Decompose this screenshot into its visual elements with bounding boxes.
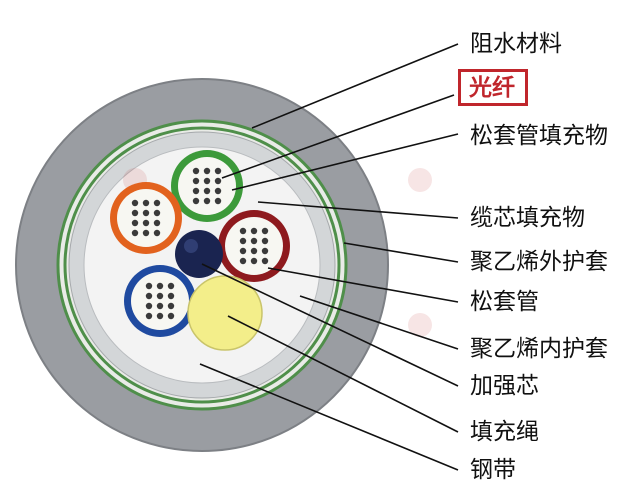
fiber-dot [261, 247, 269, 255]
fiber-dot [167, 282, 175, 290]
fiber-dot [203, 187, 211, 195]
fiber-bundle [145, 282, 175, 320]
loose-tube-red [218, 210, 290, 282]
fiber-dot [142, 219, 150, 227]
fiber-dot [203, 167, 211, 175]
label-optical-fiber: 光纤 [458, 69, 528, 106]
leader-lines [199, 43, 459, 471]
fiber-bundle [131, 199, 161, 237]
fiber-dot [203, 177, 211, 185]
leader-line-tube-filler [231, 133, 459, 191]
strength-member-highlight [184, 239, 198, 253]
fiber-dot [250, 237, 258, 245]
fiber-dot [153, 229, 161, 237]
leader-line-strength-member [201, 263, 459, 387]
fiber-dot [156, 302, 164, 310]
fiber-dot [167, 292, 175, 300]
fiber-dot [145, 302, 153, 310]
leader-line-core-filler [257, 201, 459, 219]
fiber-dot [153, 209, 161, 217]
fiber-dot [250, 257, 258, 265]
fiber-dot [250, 227, 258, 235]
label-filler-rope: 填充绳 [470, 419, 539, 445]
leader-line-steel-tape [199, 363, 459, 471]
loose-tube-blue [124, 265, 196, 337]
label-inner-sheath: 聚乙烯内护套 [470, 336, 608, 362]
fiber-dot [214, 177, 222, 185]
fiber-dot [131, 229, 139, 237]
label-core-filler: 缆芯填充物 [470, 205, 585, 231]
filler-rope [187, 275, 263, 351]
fiber-dot [214, 197, 222, 205]
fiber-bundle [192, 167, 222, 205]
fiber-dot [131, 219, 139, 227]
fiber-dot [214, 167, 222, 175]
fiber-dot [261, 237, 269, 245]
leader-line-filler-rope [227, 315, 459, 433]
fiber-dot [131, 199, 139, 207]
fiber-dot [153, 199, 161, 207]
fiber-dot [156, 282, 164, 290]
fiber-dot [131, 209, 139, 217]
fiber-dot [239, 257, 247, 265]
fiber-dot [156, 292, 164, 300]
leader-line-loose-tube [267, 267, 459, 303]
fiber-dot [153, 219, 161, 227]
fiber-dot [239, 227, 247, 235]
label-steel-tape: 钢带 [470, 457, 516, 483]
fiber-dot [261, 227, 269, 235]
fiber-dot [192, 167, 200, 175]
leader-line-outer-sheath [343, 242, 459, 263]
fiber-dot [156, 312, 164, 320]
loose-tube-green [171, 150, 243, 222]
label-strength-member: 加强芯 [470, 373, 539, 399]
steel-tape-inner-line [63, 126, 341, 404]
leader-line-optical-fiber [221, 94, 455, 179]
fiber-dot [192, 177, 200, 185]
fiber-dot [261, 257, 269, 265]
leader-line-water-blocking [251, 43, 459, 129]
fiber-dot [145, 312, 153, 320]
fiber-dot [192, 197, 200, 205]
fiber-bundle [239, 227, 269, 265]
fiber-dot [167, 312, 175, 320]
leader-line-inner-sheath [299, 295, 459, 350]
label-loose-tube: 松套管 [470, 289, 539, 315]
fiber-dot [142, 229, 150, 237]
fiber-dot [192, 187, 200, 195]
label-outer-sheath: 聚乙烯外护套 [470, 249, 608, 275]
loose-tube-orange [110, 182, 182, 254]
fiber-dot [145, 282, 153, 290]
fiber-dot [142, 199, 150, 207]
fiber-dot [214, 187, 222, 195]
fiber-dot [145, 292, 153, 300]
fiber-dot [239, 237, 247, 245]
fiber-dot [250, 247, 258, 255]
fiber-dot [203, 197, 211, 205]
fiber-dot [239, 247, 247, 255]
label-water-blocking: 阻水材料 [470, 31, 562, 57]
fiber-dot [167, 302, 175, 310]
label-tube-filler: 松套管填充物 [470, 123, 608, 149]
fiber-dot [142, 209, 150, 217]
